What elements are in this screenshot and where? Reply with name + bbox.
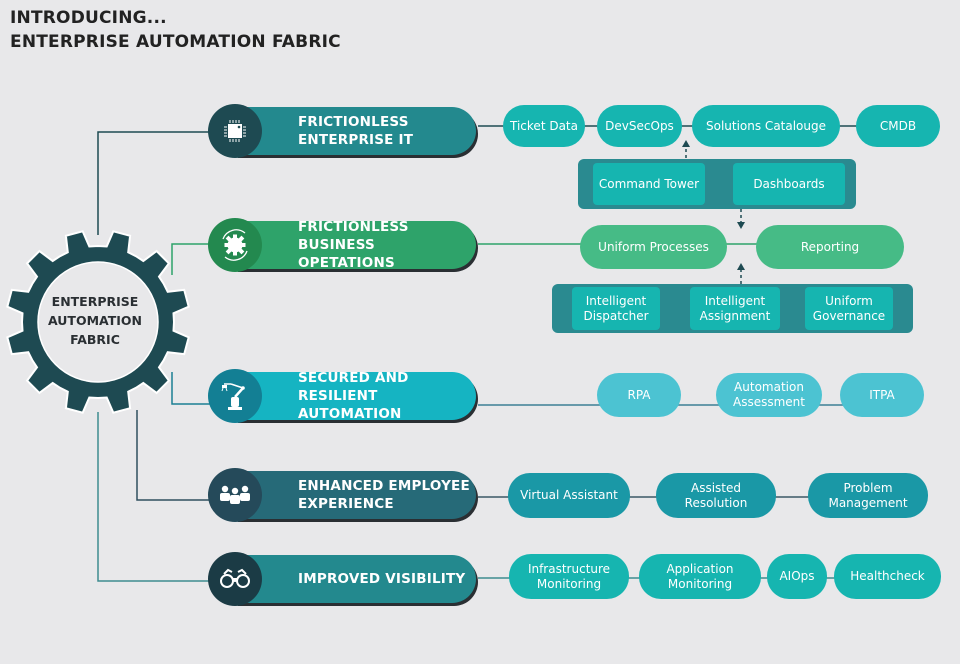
pillar-subtitle: ENTERPRISE IT — [298, 132, 414, 148]
command-tower-group: Command Tower Dashboards — [578, 159, 856, 209]
pillar-improved-visibility[interactable]: IMPROVED VISIBILITY — [236, 555, 476, 603]
pillar-title: SECURED AND — [298, 370, 409, 386]
item-virtual-assistant[interactable]: Virtual Assistant — [508, 473, 630, 518]
item-intelligent-dispatcher[interactable]: Intelligent Dispatcher — [572, 287, 660, 330]
binoculars-icon — [208, 552, 262, 606]
item-itpa[interactable]: ITPA — [840, 373, 924, 417]
hub-gear-icon — [6, 230, 190, 414]
item-problem-management[interactable]: Problem Management — [808, 473, 928, 518]
item-healthcheck[interactable]: Healthcheck — [834, 554, 941, 599]
item-application-monitoring[interactable]: Application Monitoring — [639, 554, 761, 599]
pillar-title: FRICTIONLESS — [298, 114, 409, 130]
item-automation-assessment[interactable]: Automation Assessment — [716, 373, 822, 417]
item-command-tower[interactable]: Command Tower — [593, 163, 705, 205]
team-icon — [208, 468, 262, 522]
connector-pillar-4 — [136, 410, 215, 501]
item-uniform-governance[interactable]: Uniform Governance — [805, 287, 893, 330]
page-title: INTRODUCING... ENTERPRISE AUTOMATION FAB… — [10, 6, 341, 54]
item-rpa[interactable]: RPA — [597, 373, 681, 417]
connector-pillar-2 — [171, 243, 215, 275]
intelligence-group: Intelligent Dispatcher Intelligent Assig… — [552, 284, 913, 333]
chip-icon — [208, 104, 262, 158]
item-reporting[interactable]: Reporting — [756, 225, 904, 269]
item-solutions-catalogue[interactable]: Solutions Catalouge — [692, 105, 840, 147]
pillar-resilient-automation[interactable]: SECURED AND RESILIENT AUTOMATION — [236, 370, 476, 422]
connector-pillar-1 — [97, 131, 215, 235]
pillar-title: IMPROVED VISIBILITY — [298, 571, 466, 587]
arrow-head-up-2 — [737, 263, 745, 270]
item-aiops[interactable]: AIOps — [767, 554, 827, 599]
pillar-enterprise-it[interactable]: FRICTIONLESS ENTERPRISE IT — [236, 107, 476, 155]
item-intelligent-assignment[interactable]: Intelligent Assignment — [690, 287, 780, 330]
title-line-1: INTRODUCING... — [10, 8, 167, 28]
pillar-subtitle: BUSINESS OPETATIONS — [298, 237, 395, 271]
connector-pillar-3 — [171, 372, 215, 405]
hub-line-2: AUTOMATION — [47, 313, 142, 328]
item-dashboards[interactable]: Dashboards — [733, 163, 845, 205]
arrow-head-up-1 — [682, 140, 690, 147]
item-cmdb[interactable]: CMDB — [856, 105, 940, 147]
connector-pillar-5 — [97, 412, 215, 582]
pillar-subtitle: RESILIENT AUTOMATION — [298, 388, 402, 422]
gear-cycle-icon — [208, 218, 262, 272]
pillar-employee-experience[interactable]: ENHANCED EMPLOYEE EXPERIENCE — [236, 471, 476, 519]
pillar-title: ENHANCED EMPLOYEE — [298, 478, 470, 494]
hub-line-3: FABRIC — [70, 332, 120, 347]
item-assisted-resolution[interactable]: Assisted Resolution — [656, 473, 776, 518]
title-line-2: ENTERPRISE AUTOMATION FABRIC — [10, 32, 341, 52]
item-infrastructure-monitoring[interactable]: Infrastructure Monitoring — [509, 554, 629, 599]
hub-line-1: ENTERPRISE — [51, 294, 139, 309]
item-uniform-processes[interactable]: Uniform Processes — [580, 225, 727, 269]
robot-arm-icon — [208, 369, 262, 423]
arrow-head-down — [737, 222, 745, 229]
hub-label: ENTERPRISE AUTOMATION FABRIC — [40, 292, 150, 349]
pillar-title: FRICTIONLESS — [298, 219, 409, 235]
pillar-business-operations[interactable]: FRICTIONLESS BUSINESS OPETATIONS — [236, 219, 476, 271]
item-ticket-data[interactable]: Ticket Data — [503, 105, 585, 147]
item-devsecops[interactable]: DevSecOps — [597, 105, 682, 147]
pillar-subtitle: EXPERIENCE — [298, 496, 394, 512]
